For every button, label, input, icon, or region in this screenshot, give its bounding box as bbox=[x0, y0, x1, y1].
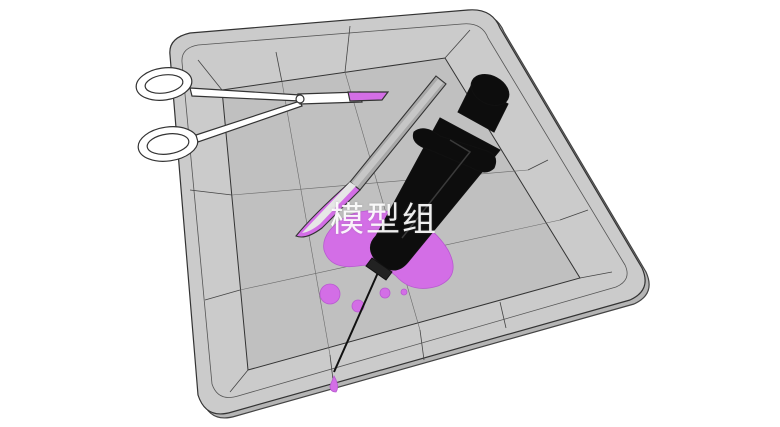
scalpel-icon bbox=[295, 75, 447, 238]
scissors-icon bbox=[135, 67, 390, 162]
syringe-icon bbox=[333, 73, 510, 373]
syringe-needle bbox=[333, 267, 381, 373]
syringe-flange bbox=[412, 128, 497, 173]
scissors-blade-tip bbox=[347, 91, 390, 102]
